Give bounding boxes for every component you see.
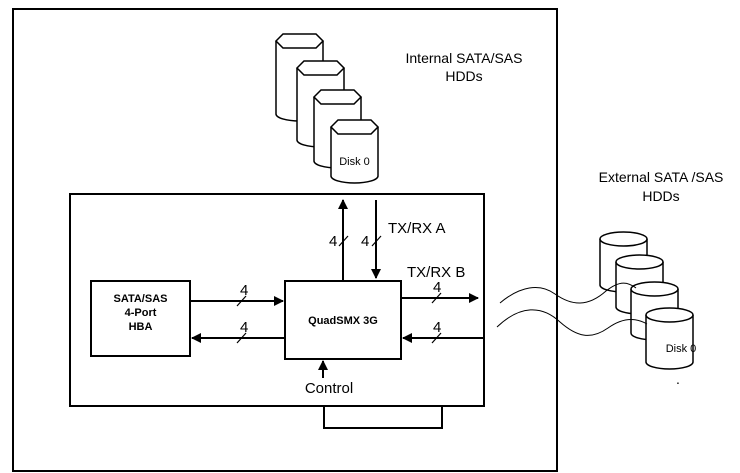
external-disk-continuation-mark: . [676,371,680,387]
hba-label-line1: SATA/SAS [114,293,168,305]
lane-count-label: 4 [433,319,441,336]
hba-label-line3: HBA [129,321,153,333]
lane-count-label: 4 [329,233,337,250]
lane-count-label: 4 [240,319,248,336]
internal-disk-0: Disk 0 [329,119,380,184]
external-cables [496,282,648,336]
external-cable [496,309,648,336]
card-edge-connector [323,406,443,429]
txrx-a-label: TX/RX A [388,220,446,237]
internal-disk-stack: Disk 0 [274,33,380,184]
mux-to-hba-link: 4 [191,319,285,344]
internal-hdds-label-line1: Internal SATA/SAS [406,50,523,66]
lane-count-label: 4 [433,279,441,296]
lane-count-label: 4 [361,233,369,250]
external-hdds-label-line2: HDDs [642,188,679,204]
external-disk-0-label: Disk 0 [666,343,697,355]
txrx-b-label: TX/RX B [407,264,465,281]
internal-to-mux-link: 4 [361,200,382,279]
hba-box [90,280,191,357]
hba-label-line2: 4-Port [125,307,157,319]
hba-to-mux-link: 4 [190,282,284,307]
lane-count-label: 4 [240,282,248,299]
internal-disk-0-label: Disk 0 [339,156,370,168]
mux-to-internal-link: 4 [329,199,349,281]
control-label: Control [305,380,353,397]
external-hdds-label-line1: External SATA /SAS [599,169,724,185]
external-disk-0: Disk 0 [645,307,697,370]
external-cable [499,282,637,304]
external-to-mux-link: 4 [402,319,484,344]
internal-hdds-label-line2: HDDs [445,68,482,84]
quadsmx-label: QuadSMX 3G [308,315,378,327]
external-disk-stack: Disk 0 [599,231,697,370]
server-chassis [12,8,558,472]
mux-to-external-link: 4 [401,279,479,304]
